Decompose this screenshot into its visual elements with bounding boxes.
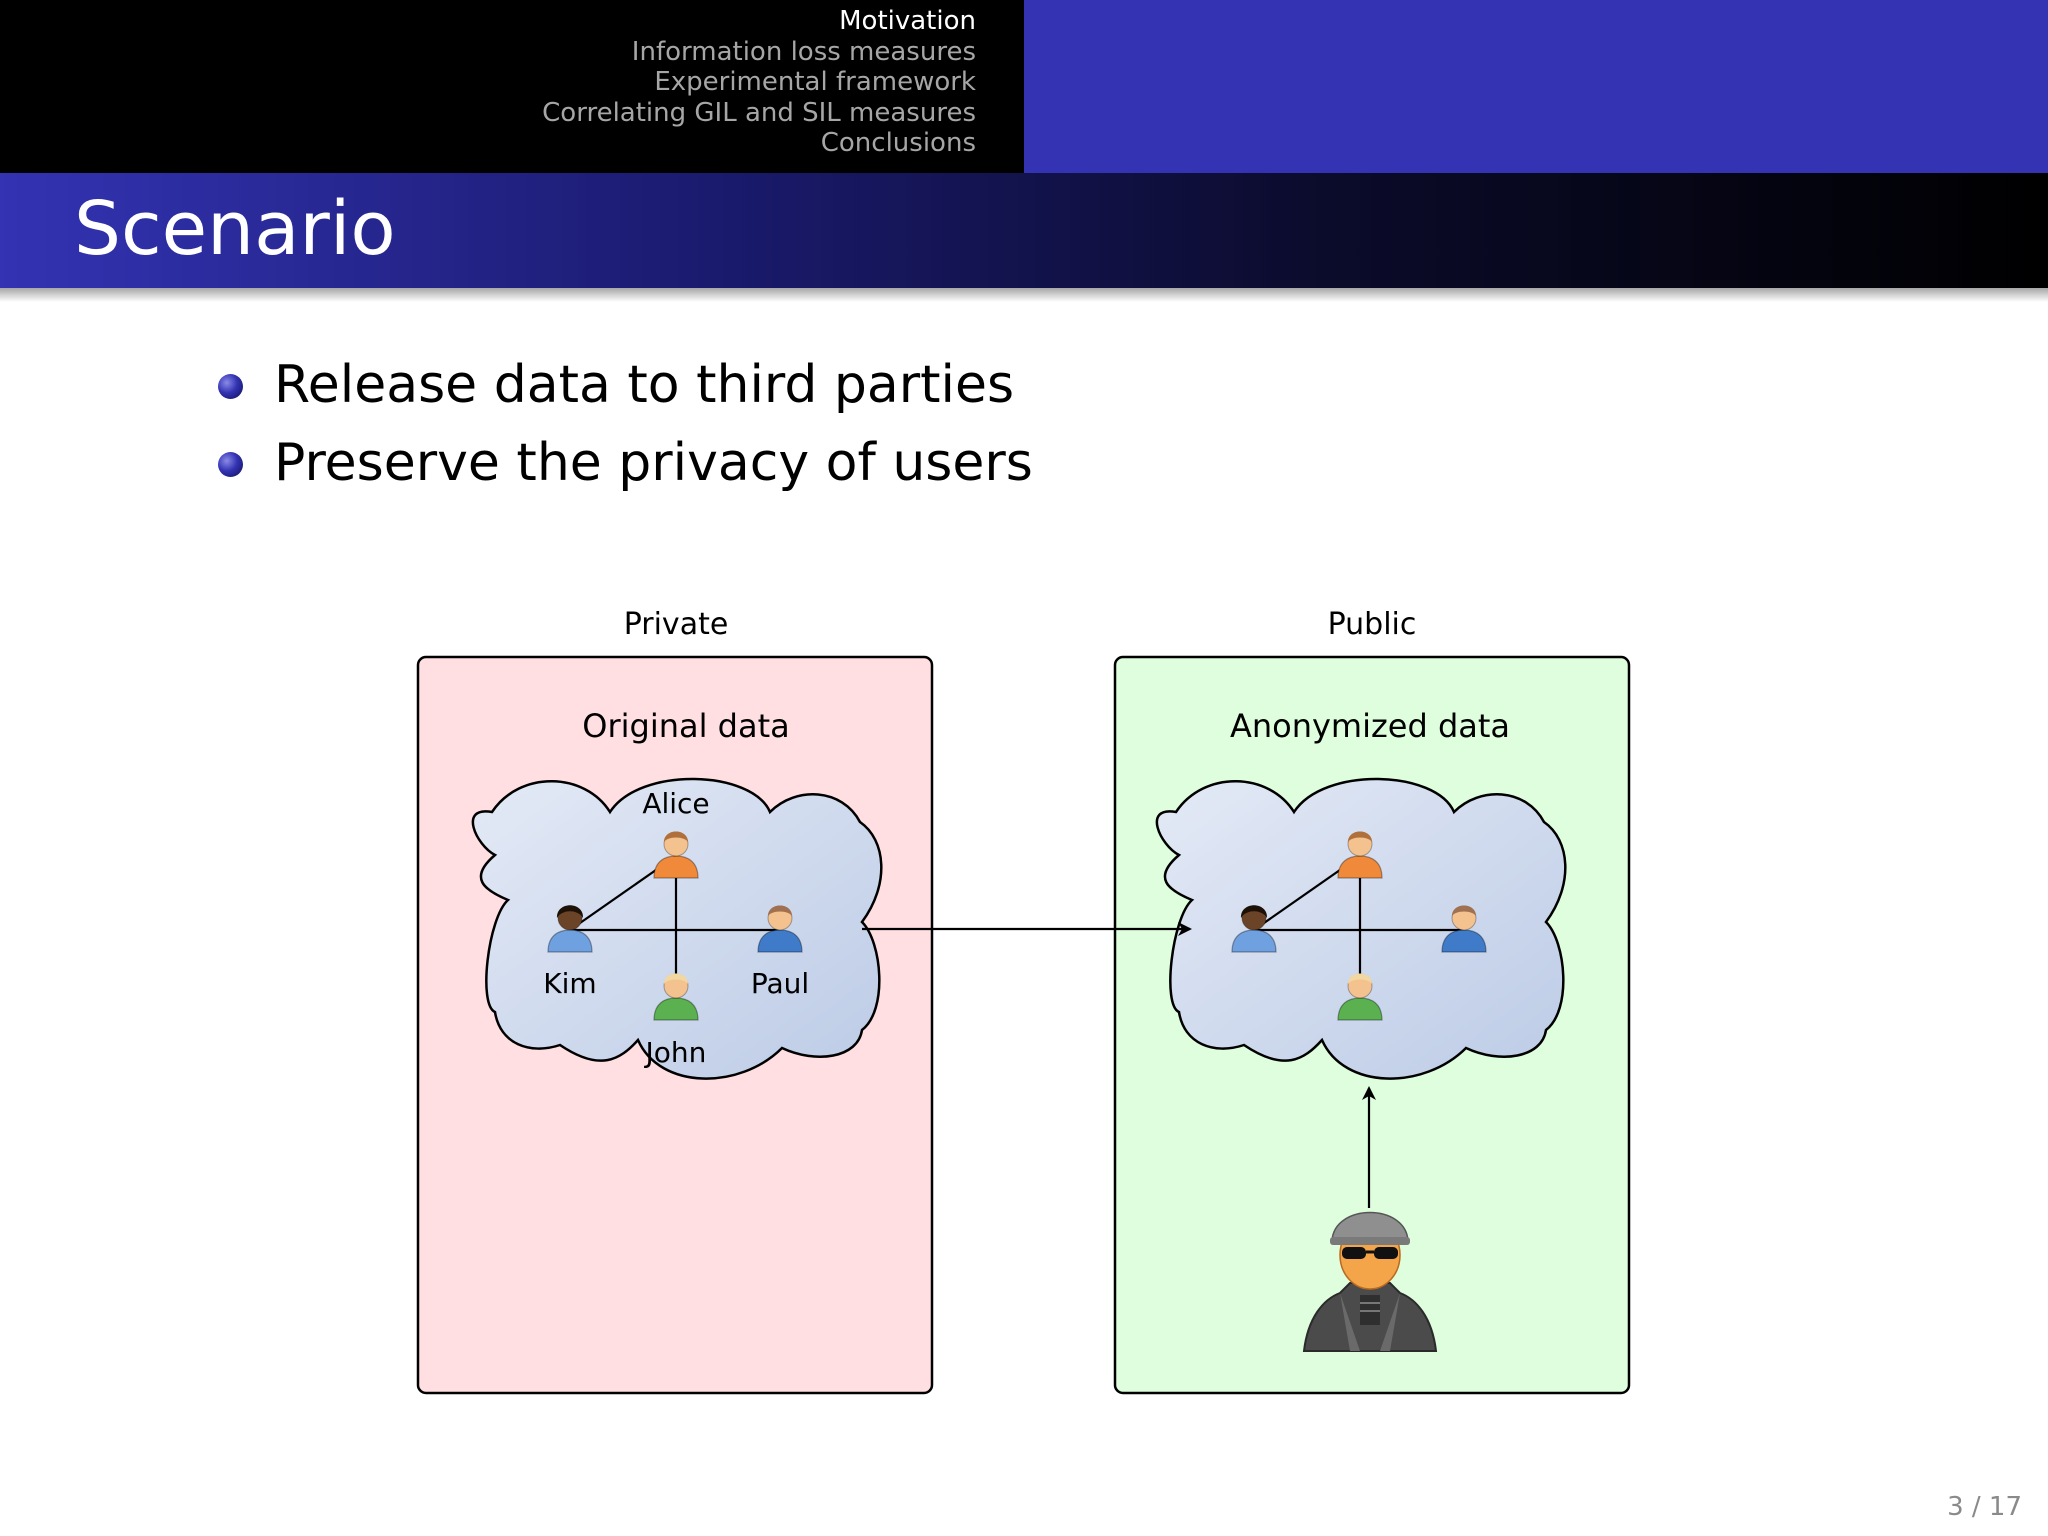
alice-label: Alice bbox=[642, 787, 709, 820]
bullet-text: Preserve the privacy of users bbox=[274, 433, 1033, 493]
header-accent-bar bbox=[1024, 0, 2048, 173]
bullet-item: Preserve the privacy of users bbox=[216, 424, 1033, 502]
anonymized-data-label: Anonymized data bbox=[1230, 707, 1510, 745]
nav-section-motivation[interactable]: Motivation bbox=[839, 6, 976, 36]
section-navigation: Motivation Information loss measures Exp… bbox=[542, 6, 976, 159]
john-label: John bbox=[644, 1036, 707, 1069]
bullet-text: Release data to third parties bbox=[274, 355, 1015, 415]
private-label: Private bbox=[624, 607, 729, 642]
bullet-icon bbox=[218, 452, 243, 477]
nav-section-correlating[interactable]: Correlating GIL and SIL measures bbox=[542, 97, 976, 128]
frame-title-bar bbox=[0, 173, 2048, 288]
kim-label: Kim bbox=[543, 967, 596, 1000]
page-number: 3 / 17 bbox=[1947, 1492, 2022, 1522]
nav-section-information-loss[interactable]: Information loss measures bbox=[631, 36, 976, 67]
user-icon bbox=[1231, 905, 1277, 953]
original-data-label: Original data bbox=[582, 707, 789, 745]
header-navigation-bar bbox=[0, 0, 1024, 173]
slide-title: Scenario bbox=[74, 186, 396, 272]
user-icon bbox=[547, 905, 593, 953]
nav-section-conclusions[interactable]: Conclusions bbox=[820, 128, 976, 158]
bullet-item: Release data to third parties bbox=[216, 346, 1033, 424]
original-data-cloud bbox=[471, 777, 883, 1080]
bullet-icon bbox=[218, 374, 243, 399]
bullet-list: Release data to third parties Preserve t… bbox=[216, 346, 1033, 502]
title-bar-shadow bbox=[0, 288, 2048, 302]
nav-section-experimental-framework[interactable]: Experimental framework bbox=[654, 67, 976, 97]
anonymized-data-cloud bbox=[1155, 777, 1567, 1080]
paul-label: Paul bbox=[751, 967, 809, 1000]
attacker-icon bbox=[1302, 1211, 1438, 1352]
public-label: Public bbox=[1328, 607, 1417, 642]
